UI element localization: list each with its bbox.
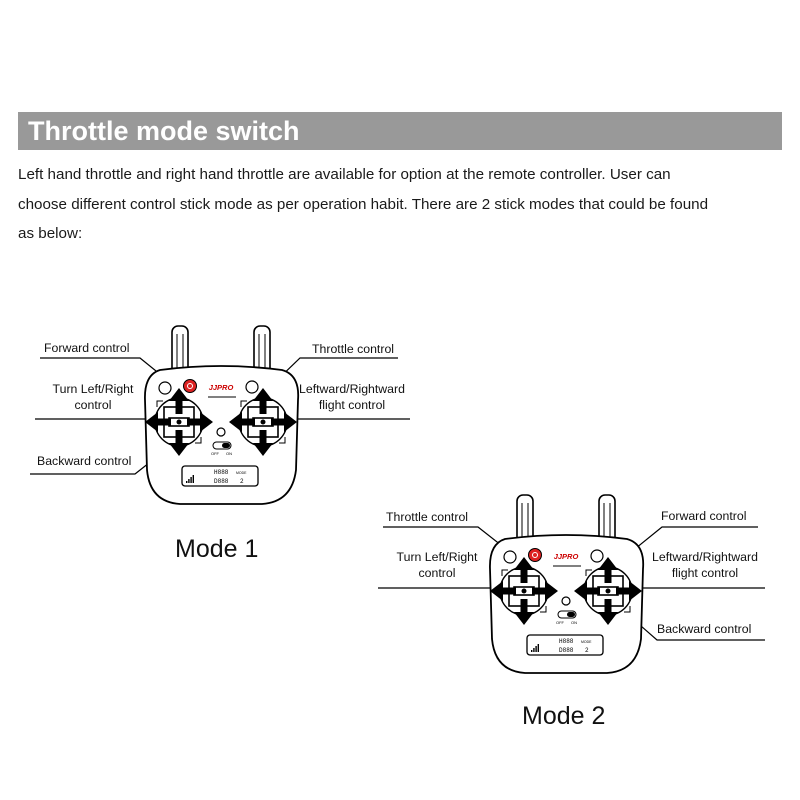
- mode1-center-button-icon: [216, 427, 226, 437]
- mode2-center-button-icon: [561, 596, 571, 606]
- mode1-right-button-icon: [245, 380, 259, 394]
- mode1-turn-label-line2: control: [74, 398, 112, 412]
- mode1-antenna-icon-1: [171, 325, 189, 375]
- mode2-control-stick-icon-2: [574, 557, 642, 625]
- mode1-switch-off-label: OFF: [211, 451, 220, 456]
- mode2-lr-label-line2: flight control: [671, 566, 739, 580]
- mode2-lr-label: Leftward/Rightward flight control: [645, 549, 765, 581]
- mode2-power-button-icon: [528, 548, 542, 562]
- mode1-left-button-icon: [158, 381, 172, 395]
- mode2-lcd-line2: D888: [559, 647, 574, 654]
- mode2-lcd-mode: MODE: [581, 640, 592, 644]
- mode1-power-button-icon: [183, 379, 197, 393]
- mode2-caption: Mode 2: [522, 702, 606, 730]
- mode2-switch-off-label: OFF: [556, 620, 565, 625]
- mode1-brand-logo: JJPRO: [209, 383, 234, 392]
- intro-line-3: as below:: [18, 225, 83, 242]
- mode1-lr-label-line2: flight control: [318, 398, 386, 412]
- mode2-throttle-label: Throttle control: [386, 510, 469, 524]
- mode1-caption: Mode 1: [175, 535, 259, 563]
- mode2-turn-label: Turn Left/Right control: [382, 549, 492, 581]
- mode1-lr-label-line1: Leftward/Rightward: [299, 382, 405, 396]
- mode2-backward-label: Backward control: [657, 622, 752, 636]
- mode2-antenna-icon-2: [598, 494, 616, 544]
- intro-paragraph: Left hand throttle and right hand thrott…: [18, 160, 788, 249]
- mode2-turn-label-line2: control: [418, 566, 456, 580]
- mode2-left-button-icon: [503, 550, 517, 564]
- mode2-forward-label: Forward control: [661, 509, 747, 523]
- mode1-turn-label: Turn Left/Right control: [38, 381, 148, 413]
- mode1-throttle-label: Throttle control: [312, 342, 395, 356]
- mode1-lcd-mode: MODE: [236, 471, 247, 475]
- mode1-lcd-line2: D888: [214, 478, 229, 485]
- mode1-lcd-line1: H888: [214, 469, 229, 476]
- mode1-forward-label: Forward control: [44, 341, 130, 355]
- mode2-right-button-icon: [590, 549, 604, 563]
- mode2-turn-label-line1: Turn Left/Right: [396, 550, 478, 564]
- mode2-power-switch-icon: [557, 610, 577, 619]
- mode1-turn-label-line1: Turn Left/Right: [52, 382, 134, 396]
- mode2-switch-on-label: ON: [571, 620, 577, 625]
- mode1-lcd-num: 2: [240, 478, 244, 485]
- mode1-backward-label: Backward control: [37, 454, 132, 468]
- mode2-lr-label-line1: Leftward/Rightward: [652, 550, 758, 564]
- intro-line-2: choose different control stick mode as p…: [18, 195, 709, 213]
- mode1-control-stick-icon-1: [145, 388, 213, 456]
- mode1-switch-on-label: ON: [226, 451, 232, 456]
- mode2-lcd-num: 2: [585, 647, 589, 654]
- mode2-control-stick-icon-1: [490, 557, 558, 625]
- mode1-control-stick-icon-2: [229, 388, 297, 456]
- mode2-lcd-line1: H888: [559, 638, 574, 645]
- mode1-lr-label: Leftward/Rightward flight control: [292, 381, 412, 413]
- mode1-power-switch-icon: [212, 441, 232, 450]
- intro-line-1: Left hand throttle and right hand thrott…: [18, 166, 671, 183]
- mode2-brand-logo: JJPRO: [554, 552, 579, 561]
- section-title: Throttle mode switch: [28, 116, 300, 146]
- section-title-bar: Throttle mode switch: [18, 112, 782, 150]
